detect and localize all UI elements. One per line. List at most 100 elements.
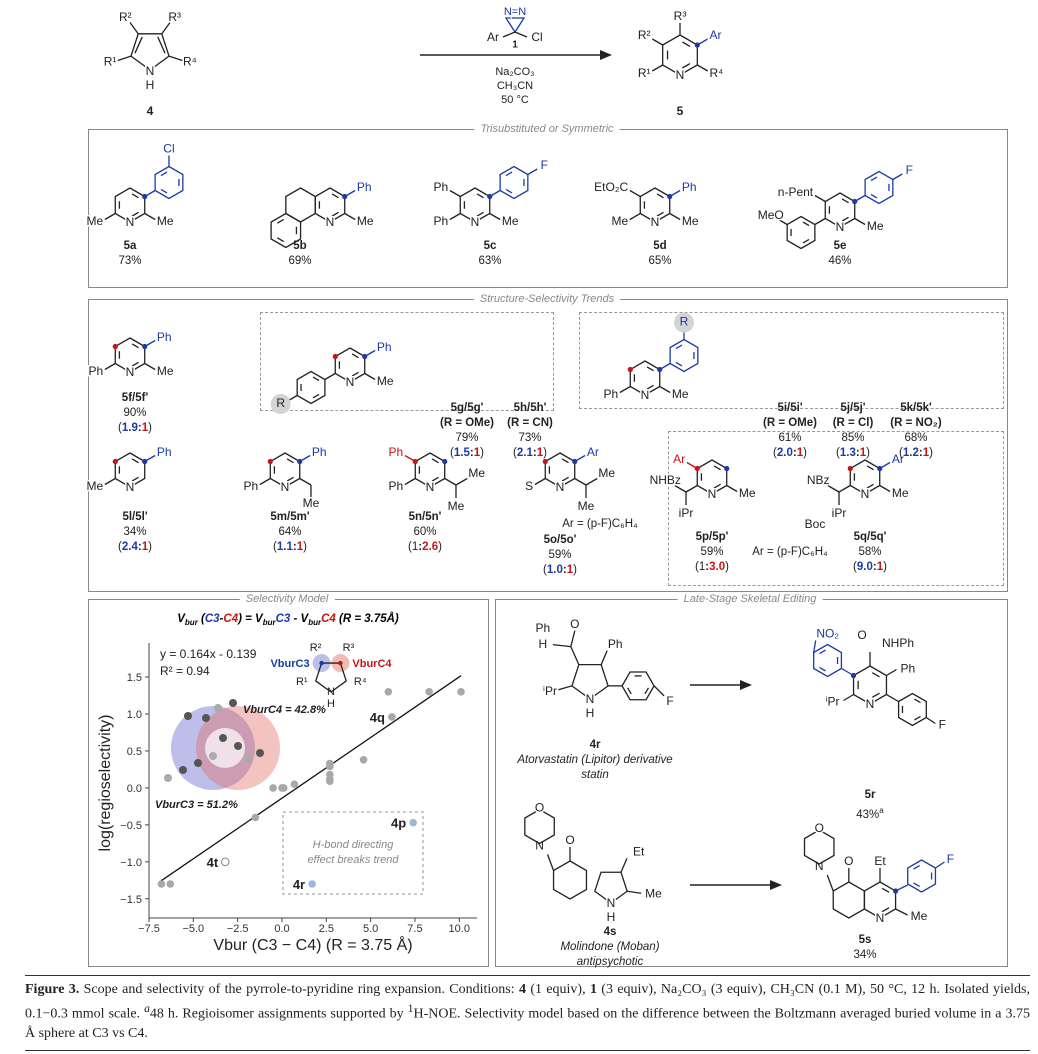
blue-position-dot	[142, 458, 148, 465]
bond	[351, 371, 359, 377]
molecule-atom	[229, 699, 237, 707]
bond	[682, 41, 691, 47]
x-tick-label: 0.0	[274, 923, 289, 935]
chloro-label: Cl	[531, 30, 542, 44]
bond	[886, 668, 897, 677]
molecule-atom	[179, 766, 187, 774]
nitrogen-label: N	[126, 365, 135, 379]
bond	[866, 465, 874, 471]
compound-id: 5n/5n'	[408, 511, 442, 523]
substituent-label: Ar	[709, 28, 721, 42]
bond	[841, 667, 854, 677]
ratio-minor: 1	[473, 447, 481, 459]
bond	[117, 55, 132, 62]
yield: 79%	[455, 432, 479, 444]
molecule-atom	[184, 712, 192, 720]
regio-ratio: (1.0:1)	[543, 564, 577, 576]
vbur-c3-label: VburC3	[270, 658, 309, 670]
diazirine-nn-label: N=N	[504, 6, 526, 18]
bond	[814, 217, 826, 226]
compound-id: 5m/5m'	[270, 511, 310, 523]
compound-label-c5h: 5h/5h'(R = CN)73%(2.1:1)	[507, 401, 553, 461]
substituent-label: S	[525, 479, 533, 493]
methyl-label: Me	[645, 886, 662, 900]
c3-dot	[319, 660, 324, 666]
red-position-dot	[267, 458, 273, 465]
fused-rings-5b	[270, 187, 316, 249]
bond	[561, 476, 569, 482]
bond	[527, 168, 538, 176]
ratio-major: 1.3	[839, 447, 856, 459]
compound-id: 5a	[123, 240, 137, 252]
ratio-minor: 1	[141, 541, 149, 553]
oxygen-label: O	[857, 628, 866, 642]
morpholine-o: O	[815, 821, 824, 835]
bond	[713, 483, 721, 489]
bond	[814, 194, 826, 203]
bond	[476, 193, 484, 199]
isopropyl-label: ⁱPr	[825, 695, 839, 709]
molecule-atom	[194, 759, 202, 767]
compound-id: 5j/5j'	[840, 402, 866, 414]
substituent-label: Ar	[587, 445, 599, 459]
yield: 63%	[478, 255, 502, 267]
bond	[827, 484, 840, 493]
ratio-minor: 1	[876, 561, 884, 573]
data-point-4p	[409, 818, 417, 827]
data-point-4t	[220, 857, 230, 867]
bond	[444, 477, 457, 486]
molecule-atom	[219, 734, 227, 742]
phenyl-label: Ph	[900, 662, 915, 676]
red-position-dot	[112, 343, 118, 350]
bond	[131, 458, 139, 464]
outlier-region	[282, 811, 424, 895]
substituent-label: NBz	[807, 473, 830, 487]
substituent-label: Me	[598, 466, 615, 480]
boc-label: Boc	[805, 517, 826, 531]
bond	[627, 890, 642, 894]
substituent-label: R²	[119, 10, 132, 24]
caption-rule-bottom	[25, 1050, 1030, 1051]
compound-label-c5i: 5i/5i'(R = OMe)61%(2.0:1)	[763, 401, 817, 461]
caption-text: 1	[589, 982, 597, 997]
yield: 64%	[278, 526, 302, 538]
data-point	[157, 880, 166, 888]
substituent-label: Me	[468, 466, 485, 480]
r-group: (R = OMe)	[440, 417, 494, 429]
ratio-minor: 1	[536, 447, 544, 459]
meta-substituent-group	[579, 312, 1004, 409]
substituent-label: F	[541, 158, 548, 172]
ring	[786, 215, 816, 250]
ratio-minor: 3.0	[709, 561, 726, 573]
bond	[656, 211, 664, 217]
x-tick-label: 10.0	[449, 923, 470, 935]
equation-part: bur	[185, 618, 199, 627]
bond	[286, 458, 294, 464]
bond	[259, 477, 271, 486]
regio-ratio: (1.5:1)	[450, 447, 484, 459]
bond	[713, 465, 721, 471]
x-tick-label: 7.5	[407, 923, 422, 935]
nh-label: H	[538, 637, 547, 651]
equation-part: V	[255, 613, 264, 625]
compound-id: 5s	[858, 934, 872, 946]
vbur-c3-value: VburC3 = 51.2%	[155, 799, 238, 811]
bond	[881, 907, 890, 913]
bond	[131, 211, 139, 217]
nitrogen-label: N	[426, 480, 435, 494]
bond	[546, 854, 555, 871]
yield: 60%	[413, 526, 437, 538]
compound-id: 5h/5h'	[513, 402, 547, 414]
equation-part: bur	[263, 618, 277, 627]
yield: 34%	[853, 949, 877, 961]
equation-part: (	[198, 613, 206, 625]
nitro-label: NO₂	[816, 627, 839, 641]
substituent-label: Ar	[673, 452, 685, 466]
bond	[449, 189, 461, 198]
y-axis-label: log(regioselectivity)	[97, 715, 114, 852]
